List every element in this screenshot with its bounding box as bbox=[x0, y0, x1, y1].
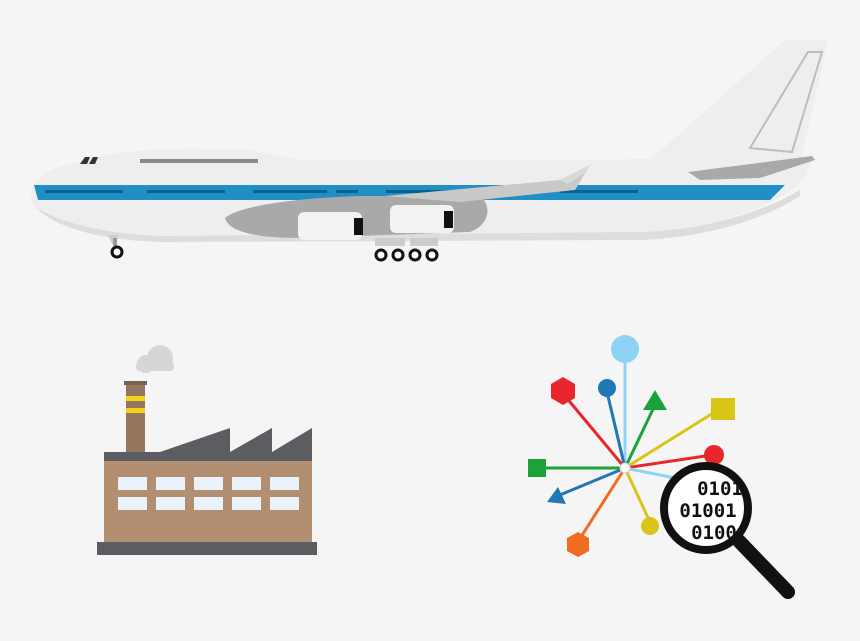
node-square-green bbox=[528, 459, 546, 477]
airplane-icon bbox=[30, 40, 828, 262]
upper-deck-windows bbox=[140, 159, 258, 163]
engine-inner bbox=[298, 212, 363, 240]
main-landing-gear bbox=[374, 238, 439, 262]
binary-line-2: 01001 bbox=[679, 500, 736, 522]
factory-base bbox=[97, 542, 317, 555]
node-triangle-green bbox=[643, 390, 667, 410]
node-circle-yellow bbox=[641, 517, 659, 535]
chimney-band bbox=[126, 396, 145, 401]
nose-landing-gear bbox=[108, 235, 124, 259]
chimney bbox=[126, 381, 145, 455]
magnifier-handle bbox=[731, 533, 795, 599]
node-circle-blue bbox=[598, 379, 616, 397]
node-square-yellow bbox=[711, 398, 735, 420]
node-triangle-blue bbox=[547, 487, 566, 504]
factory-roof bbox=[104, 428, 312, 462]
node-circle-light-blue bbox=[611, 335, 639, 363]
magnifying-glass-icon: 0101 01001 0100 bbox=[660, 462, 795, 599]
binary-line-3: 0100 bbox=[691, 522, 737, 544]
node-circle-red bbox=[704, 445, 724, 465]
main-deck-windows bbox=[45, 190, 638, 193]
node-hexagon-red bbox=[551, 377, 575, 405]
node-hexagon-orange bbox=[567, 532, 589, 557]
magnifier-lens bbox=[660, 462, 752, 554]
network-nodes-icon bbox=[528, 335, 735, 557]
factory-windows bbox=[118, 477, 299, 510]
smoke-cloud bbox=[136, 345, 174, 373]
factory-icon bbox=[97, 345, 317, 555]
binary-line-1: 0101 bbox=[697, 478, 743, 500]
engine-outer bbox=[390, 205, 454, 233]
